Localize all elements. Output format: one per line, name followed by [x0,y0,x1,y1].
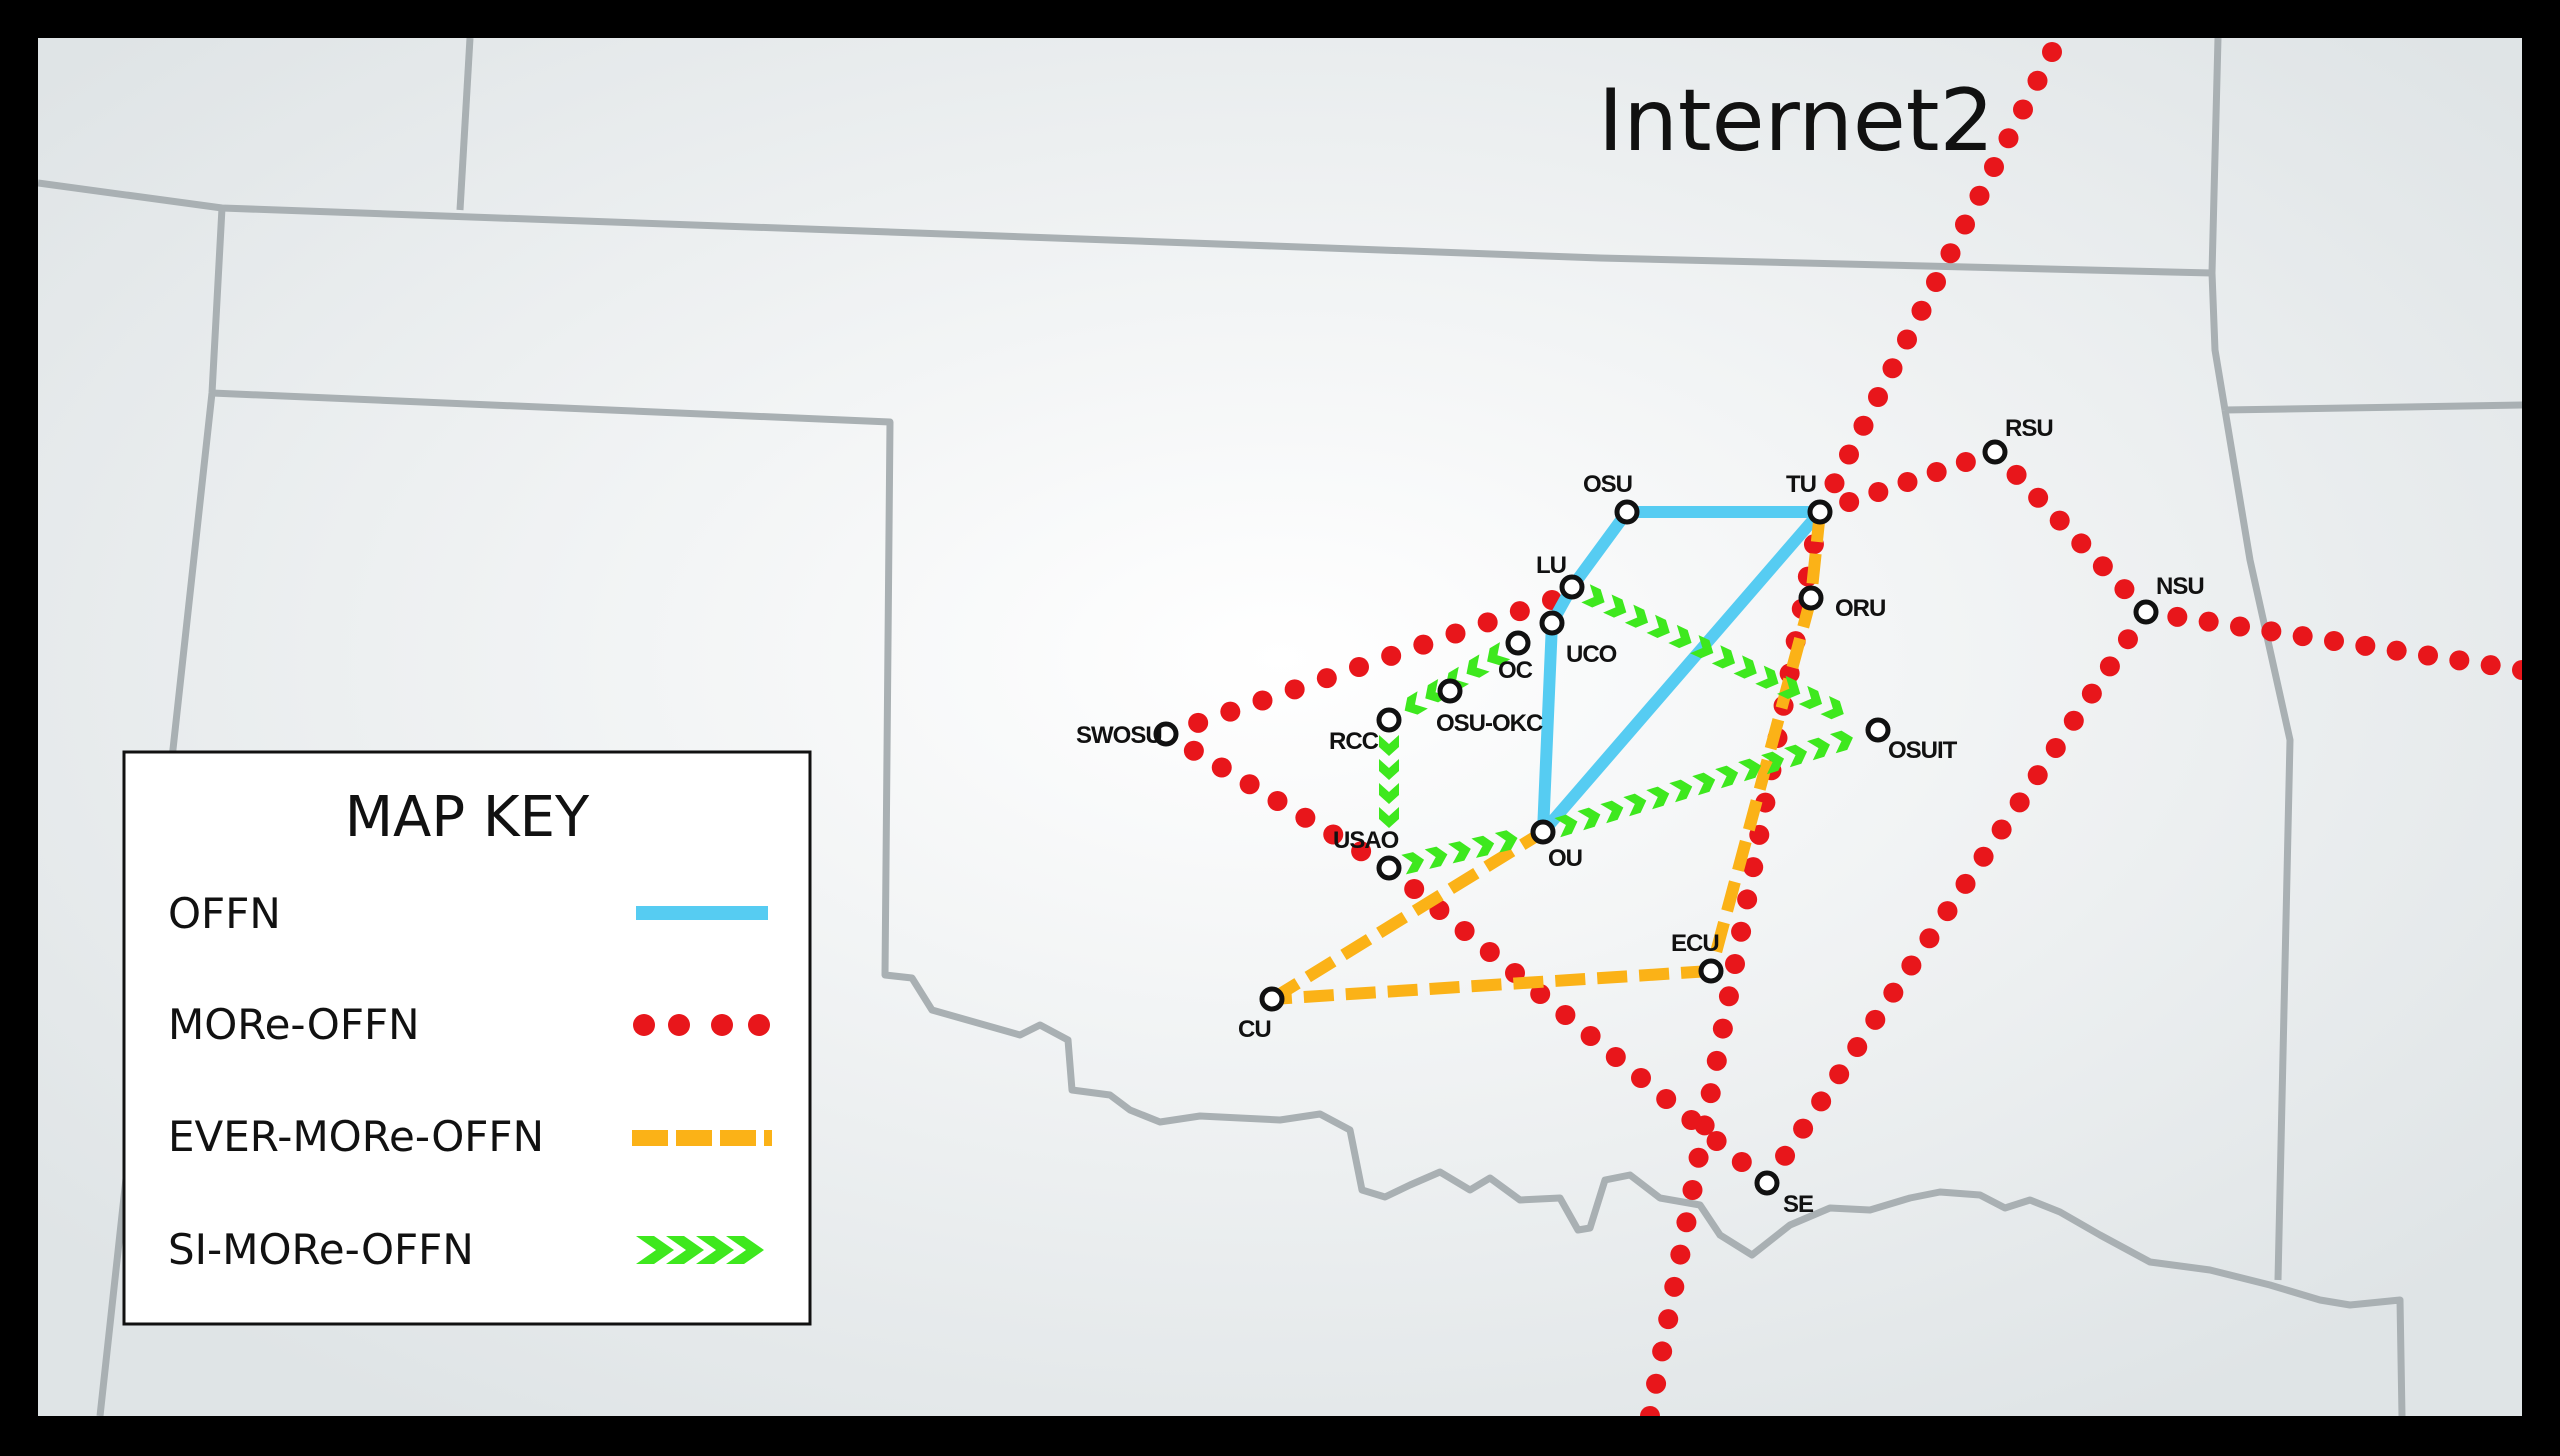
site-label: OSUIT [1888,737,1958,764]
site-label: LU [1536,552,1566,579]
site-marker [1614,499,1640,525]
site-marker [1376,855,1402,881]
ever-more-offn-link [1271,965,1712,1005]
site-label: RSU [2005,415,2053,442]
site-marker [1437,678,1463,704]
site-label: TU [1786,471,1816,498]
map-layers: OSU TU RSU LU UCO OC ORU NSU OSU-OKC RCC SWOSU OSUI… [38,38,2522,1416]
site-label: RCC [1329,728,1379,755]
offn-link [1566,506,1633,593]
site-marker [1505,630,1531,656]
site-osu-okc[interactable]: OSU-OKC [1436,678,1544,737]
site-marker [1376,707,1402,733]
legend-label-more-offn: MORe-OFFN [168,1000,420,1049]
site-marker [1539,610,1565,636]
si-more-offn-link [1401,830,1518,875]
legend-label-si-more-offn: SI-MORe-OFFN [168,1225,474,1274]
site-oc[interactable]: OC [1498,630,1534,684]
site-marker [1559,574,1585,600]
site-nsu[interactable]: NSU [2133,573,2205,625]
site-rcc[interactable]: RCC [1329,707,1402,755]
site-marker [1865,717,1891,743]
legend-label-offn: OFFN [168,889,281,938]
ever-more-offn-link [1705,596,1817,973]
site-label: UCO [1566,641,1617,668]
site-label: SE [1783,1191,1814,1218]
site-marker [1798,585,1824,611]
site-marker [1698,958,1724,984]
site-label: OSU [1583,471,1632,498]
site-label: OSU-OKC [1436,710,1543,737]
site-marker [1530,819,1556,845]
site-lu[interactable]: LU [1536,552,1585,600]
site-swosu[interactable]: SWOSU [1076,721,1179,749]
site-marker [1982,439,2008,465]
site-marker [1807,499,1833,525]
state-borders [38,38,2522,1416]
network-sites: OSU TU RSU LU UCO OC ORU NSU OSU-OKC RCC SWOSU OSUI… [1076,415,2205,1218]
map-title: Internet2 [1598,71,1994,171]
map-legend: MAP KEY OFFN MORe-OFFN EVER-MORe-OFFN SI… [122,750,812,1326]
site-marker [1153,721,1179,747]
site-osu[interactable]: OSU [1583,471,1640,525]
site-usao[interactable]: USAO [1333,827,1402,881]
network-links [1156,42,2522,1416]
site-label: NSU [2156,573,2204,600]
site-label: ECU [1671,930,1719,957]
site-rsu[interactable]: RSU [1982,415,2054,465]
legend-label-ever-more-offn: EVER-MORe-OFFN [168,1112,544,1161]
si-more-offn-link [1554,730,1853,838]
si-more-offn-link [1379,735,1399,828]
site-label: OC [1498,657,1533,684]
more-offn-link [1757,602,2156,1193]
site-uco[interactable]: UCO [1539,610,1618,668]
legend-title: MAP KEY [345,785,590,850]
offn-link [1537,506,1826,838]
site-marker [2133,599,2159,625]
offn-link [1537,617,1558,838]
legend-swatch-more-offn [633,1014,770,1036]
ever-more-offn-link [1268,826,1547,1005]
site-label: ORU [1835,595,1885,622]
ever-more-offn-link [1805,511,1826,599]
site-label: USAO [1333,827,1399,854]
site-oru[interactable]: ORU [1798,585,1886,622]
site-se[interactable]: SE [1754,1170,1815,1218]
site-cu[interactable]: CU [1238,986,1285,1043]
site-marker [1259,986,1285,1012]
site-label: OU [1548,845,1582,872]
site-label: CU [1238,1016,1271,1043]
site-marker [1754,1170,1780,1196]
legend-box [122,750,812,1326]
site-tu[interactable]: TU [1786,471,1833,525]
legend-swatch-si-more-offn [636,1236,764,1264]
site-ou[interactable]: OU [1530,819,1583,872]
site-ecu[interactable]: ECU [1671,930,1724,984]
site-osuit[interactable]: OSUIT [1865,717,1959,764]
site-label: SWOSU [1076,722,1162,749]
si-more-offn-link [1581,584,1844,720]
